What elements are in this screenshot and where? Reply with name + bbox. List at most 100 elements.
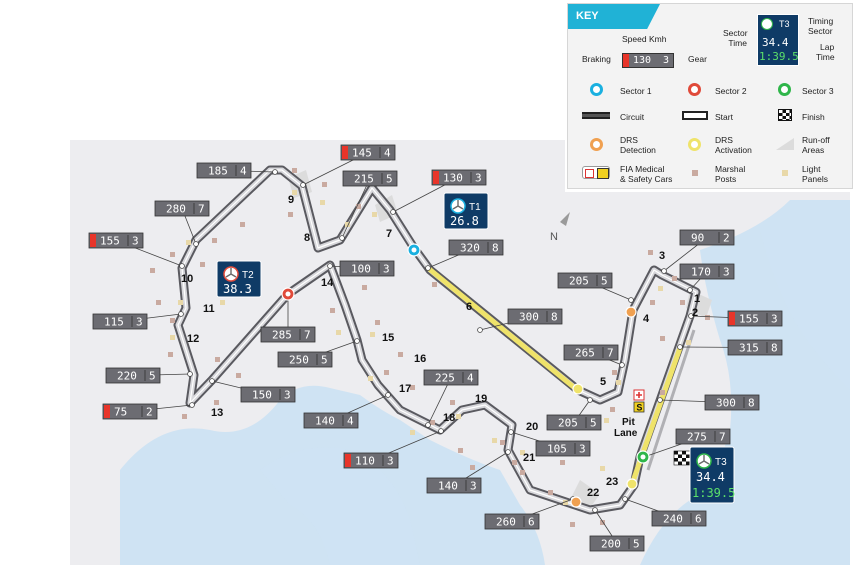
sector-badge-t2: T2 38.3 — [216, 260, 262, 298]
turn-number-23: 23 — [606, 476, 618, 488]
legend-circuit-label: Circuit — [620, 112, 645, 122]
legend-runoff-icon — [776, 138, 794, 150]
legend-example-speed: 130 — [633, 55, 652, 66]
speed-value: 205 — [569, 275, 589, 288]
gear-value: 3 — [284, 389, 291, 402]
marshal-post — [356, 204, 361, 209]
light-panel — [563, 500, 568, 505]
turn-number-15: 15 — [382, 332, 394, 344]
legend-sector3-icon — [778, 83, 791, 96]
speed-box-anchor — [179, 263, 185, 269]
marshal-post — [610, 407, 615, 412]
speed-value: 130 — [443, 172, 463, 185]
light-panel — [178, 300, 183, 305]
speed-box-anchor — [209, 378, 215, 384]
gear-value: 6 — [695, 513, 702, 526]
marshal-post — [570, 522, 575, 527]
speed-box-anchor — [619, 362, 625, 368]
gear-value: 4 — [240, 165, 247, 178]
speed-box-anchor — [390, 209, 396, 215]
turn-number-11: 11 — [203, 303, 215, 315]
legend-lap-time-label-2: Time — [816, 52, 835, 62]
legend-runoff-label-2: Areas — [802, 145, 825, 155]
speed-box-leader — [341, 178, 371, 239]
speed-value: 145 — [352, 147, 372, 160]
gear-value: 7 — [198, 203, 205, 216]
braking-indicator — [729, 312, 735, 325]
marshal-post — [288, 212, 293, 217]
speed-value: 205 — [558, 417, 578, 430]
legend-lap-time-label-1: Lap — [820, 42, 835, 52]
legend-drs-detection-icon — [590, 138, 603, 151]
speed-box-anchor — [354, 338, 360, 344]
pit-lane-label-line1: Pit — [622, 417, 635, 428]
light-panel — [186, 240, 191, 245]
legend-marshal-label-2: Posts — [715, 174, 737, 184]
legend-light-label-2: Panels — [802, 174, 828, 184]
marshal-post — [362, 285, 367, 290]
gear-value: 2 — [723, 232, 730, 245]
marshal-post — [672, 276, 677, 281]
marshal-post — [170, 252, 175, 257]
light-panel — [520, 450, 525, 455]
marshal-post — [660, 336, 665, 341]
marshal-post — [432, 282, 437, 287]
speed-box-anchor — [193, 241, 199, 247]
speed-value: 110 — [355, 455, 375, 468]
sector1-marker-center — [411, 247, 417, 253]
marshal-post — [660, 390, 665, 395]
turn-number-12: 12 — [187, 333, 199, 345]
gear-value: 3 — [136, 316, 143, 329]
legend-marshal-label-1: Marshal — [715, 164, 746, 174]
speed-box-anchor — [300, 182, 306, 188]
turn-number-17: 17 — [399, 383, 411, 395]
marshal-post — [384, 370, 389, 375]
gear-value: 7 — [607, 347, 614, 360]
gear-value: 2 — [146, 406, 153, 419]
legend-fia-label-1: FIA Medical — [620, 164, 665, 174]
sector-badge-t2-time: 38.3 — [223, 282, 252, 296]
light-panel — [336, 330, 341, 335]
drs-zone-back — [425, 265, 579, 392]
legend-fia-icon — [582, 166, 610, 179]
pit-lane-label-line2: Lane — [614, 428, 638, 439]
marshal-post — [600, 520, 605, 525]
legend-panel: KEY Speed Kmh Braking Gear 130 3 Sector … — [567, 3, 853, 189]
marshal-post — [450, 400, 455, 405]
speed-box-leader — [427, 377, 452, 426]
legend-example-time: 34.4 — [762, 36, 789, 49]
speed-value: 260 — [496, 516, 516, 529]
gear-value: 7 — [719, 431, 726, 444]
gear-value: 5 — [149, 370, 156, 383]
marshal-post — [410, 385, 415, 390]
turn-number-1: 1 — [694, 293, 700, 305]
legend-circuit-icon — [582, 112, 610, 119]
legend-fia-medical-icon — [585, 169, 594, 178]
turn-number-20: 20 — [526, 421, 538, 433]
speed-value: 140 — [315, 415, 335, 428]
drs-detection-marker-4 — [625, 306, 637, 318]
sector-badge-t3-time: 34.4 — [696, 470, 725, 484]
light-panel — [345, 222, 350, 227]
speed-value: 170 — [691, 266, 711, 279]
turn-number-10: 10 — [181, 273, 193, 285]
turn-number-13: 13 — [211, 407, 223, 419]
sector-badge-t3-lap: 1:39.5 — [692, 486, 735, 500]
gear-value: 3 — [470, 480, 477, 493]
speed-box-anchor — [339, 235, 345, 241]
marshal-post — [150, 268, 155, 273]
legend-fia-label-2: & Safety Cars — [620, 174, 673, 184]
speed-value: 265 — [575, 347, 595, 360]
safety-car-icon: S — [633, 401, 645, 413]
light-panel — [686, 340, 691, 345]
speed-value: 215 — [354, 173, 374, 186]
